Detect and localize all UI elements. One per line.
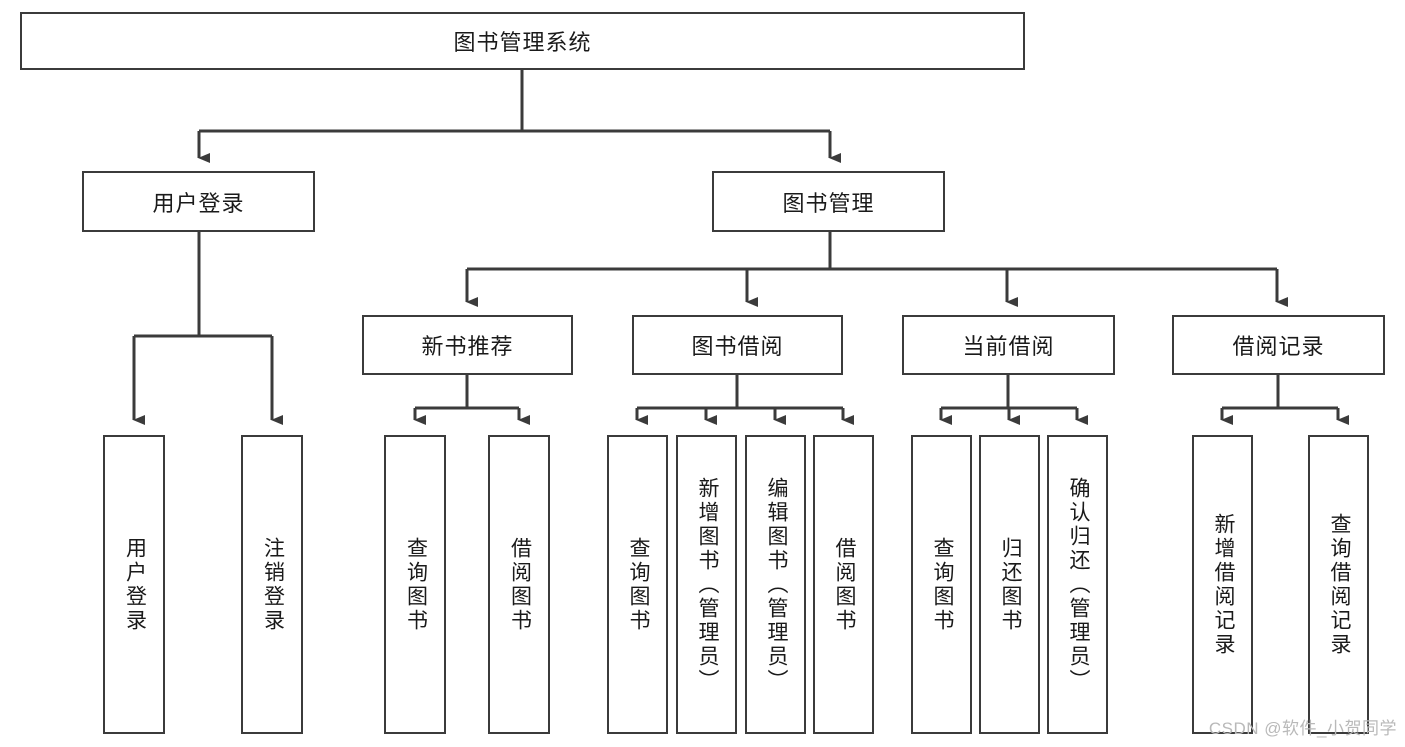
node-label: 新书推荐 bbox=[421, 334, 514, 359]
leaf-current-query-book[interactable]: 查询图书 bbox=[911, 435, 972, 734]
node-label: 编辑图书（管理员） bbox=[764, 476, 788, 693]
leaf-current-confirm-return[interactable]: 确认归还（管理员） bbox=[1047, 435, 1108, 734]
leaf-recommend-borrow-book[interactable]: 借阅图书 bbox=[488, 435, 550, 734]
node-label: 查询图书 bbox=[626, 536, 650, 633]
node-label: 借阅图书 bbox=[832, 536, 856, 633]
node-label: 图书管理系统 bbox=[453, 30, 592, 55]
node-borrow-record[interactable]: 借阅记录 bbox=[1172, 315, 1385, 375]
node-label: 用户登录 bbox=[152, 190, 245, 216]
node-label: 新增借阅记录 bbox=[1211, 512, 1235, 657]
node-label: 查询图书 bbox=[404, 536, 428, 633]
node-label: 图书管理 bbox=[782, 190, 875, 216]
node-label: 查询借阅记录 bbox=[1327, 512, 1351, 657]
leaf-user-login-logout[interactable]: 注销登录 bbox=[241, 435, 303, 734]
node-current-borrow[interactable]: 当前借阅 bbox=[902, 315, 1115, 375]
node-label: 当前借阅 bbox=[962, 334, 1055, 359]
node-label: 用户登录 bbox=[123, 536, 147, 633]
leaf-borrow-add-book[interactable]: 新增图书（管理员） bbox=[676, 435, 737, 734]
node-label: 归还图书 bbox=[998, 536, 1022, 633]
leaf-borrow-query-book[interactable]: 查询图书 bbox=[607, 435, 668, 734]
leaf-user-login-login[interactable]: 用户登录 bbox=[103, 435, 165, 734]
node-label: 注销登录 bbox=[261, 536, 285, 633]
node-label: 借阅记录 bbox=[1232, 334, 1325, 359]
node-root-system[interactable]: 图书管理系统 bbox=[20, 12, 1025, 70]
node-book-borrow[interactable]: 图书借阅 bbox=[632, 315, 843, 375]
node-label: 图书借阅 bbox=[691, 334, 784, 359]
leaf-current-return-book[interactable]: 归还图书 bbox=[979, 435, 1040, 734]
node-book-management[interactable]: 图书管理 bbox=[712, 171, 945, 232]
leaf-record-add-record[interactable]: 新增借阅记录 bbox=[1192, 435, 1253, 734]
leaf-record-query-record[interactable]: 查询借阅记录 bbox=[1308, 435, 1369, 734]
leaf-recommend-query-book[interactable]: 查询图书 bbox=[384, 435, 446, 734]
node-label: 查询图书 bbox=[930, 536, 954, 633]
watermark-text: CSDN @软件_小贺同学 bbox=[1208, 719, 1397, 738]
node-label: 借阅图书 bbox=[508, 536, 532, 633]
node-new-book-recommend[interactable]: 新书推荐 bbox=[362, 315, 573, 375]
leaf-borrow-borrow-book[interactable]: 借阅图书 bbox=[813, 435, 874, 734]
leaf-borrow-edit-book[interactable]: 编辑图书（管理员） bbox=[745, 435, 806, 734]
node-label: 确认归还（管理员） bbox=[1066, 476, 1090, 693]
node-label: 新增图书（管理员） bbox=[695, 476, 719, 693]
node-user-login[interactable]: 用户登录 bbox=[82, 171, 315, 232]
